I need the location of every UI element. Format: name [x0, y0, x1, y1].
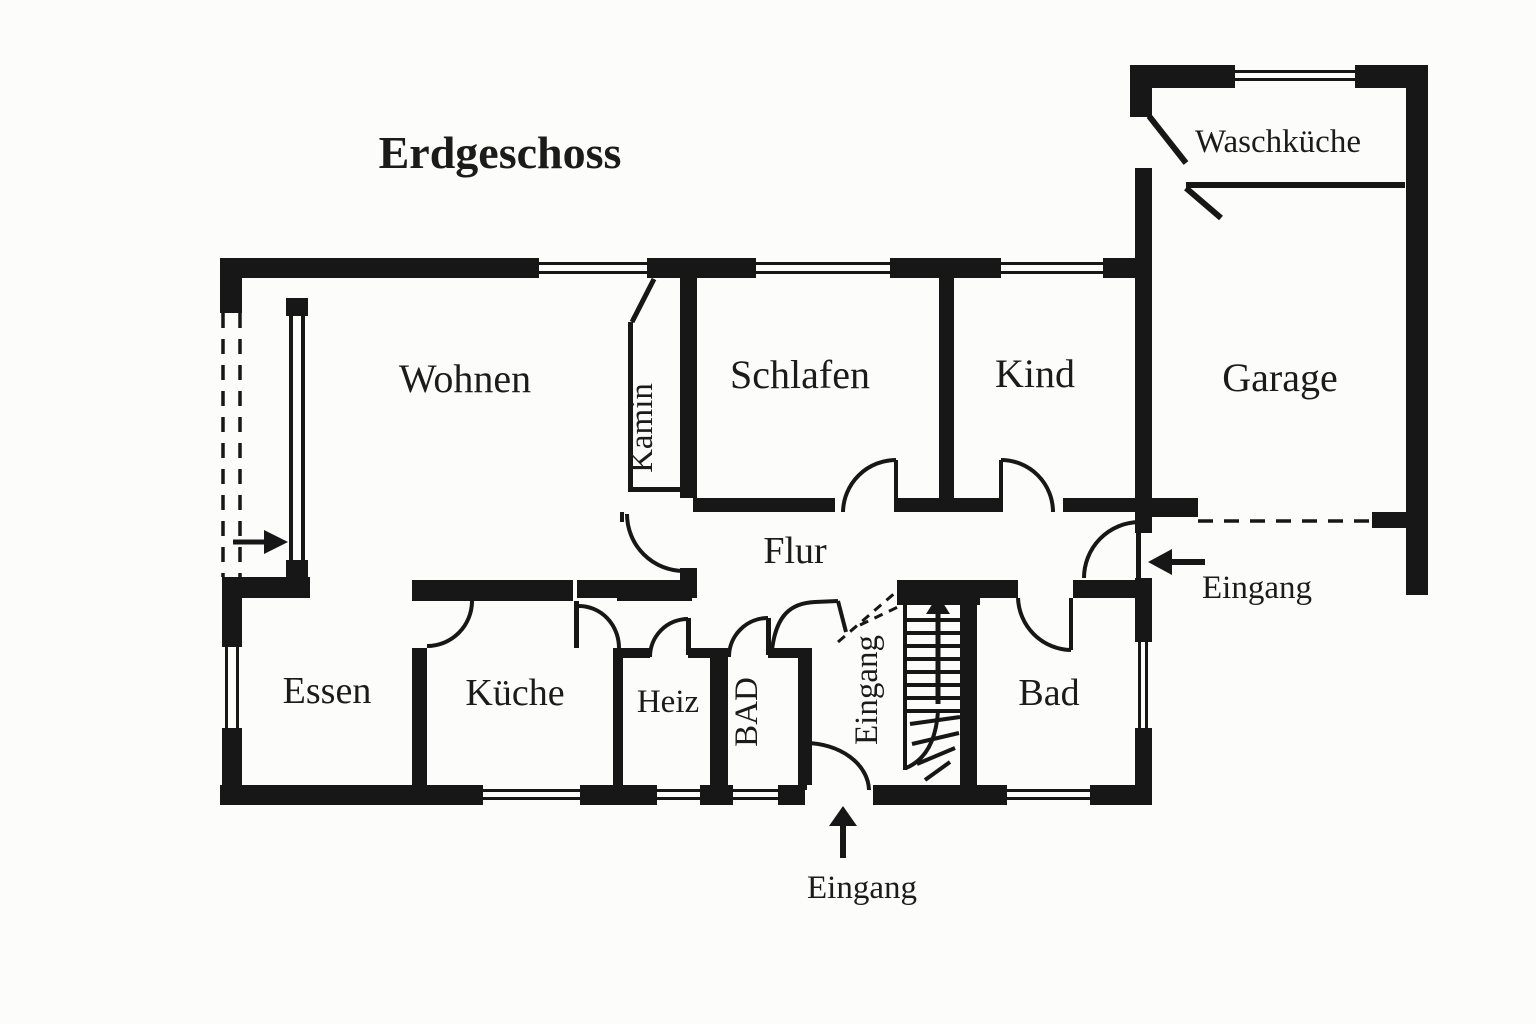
- kueche-door-jamb: [573, 580, 577, 598]
- page-title: Erdgeschoss: [379, 127, 622, 178]
- terrace-sliding-door: [221, 298, 308, 578]
- door-waschkueche-garage: [1184, 185, 1223, 221]
- door-flur-kueche: [574, 601, 621, 649]
- room-label-schlafen: Schlafen: [730, 352, 870, 397]
- room-label-heiz: Heiz: [637, 684, 699, 720]
- room-label-waschkueche: Waschküche: [1195, 124, 1361, 160]
- stairwell-dashed-line: [859, 604, 901, 627]
- labels-layer: Erdgeschoss Wohnen Schlafen Kind Garage …: [283, 124, 1361, 906]
- window-kueche-south: [483, 785, 580, 805]
- door-schlafen: [841, 458, 898, 513]
- room-label-kamin: Kamin: [624, 383, 660, 473]
- room-label-garage: Garage: [1222, 355, 1337, 400]
- window-wohnen-north: [539, 258, 647, 278]
- window-bad-south: [1007, 785, 1090, 805]
- window-bad-klein-south: [733, 785, 778, 805]
- window-waschkueche-north: [1235, 65, 1355, 88]
- window-essen-west: [225, 647, 239, 728]
- door-heiz: [648, 617, 691, 658]
- stair-winder-curve: [905, 710, 940, 770]
- room-label-kueche: Küche: [465, 672, 564, 714]
- window-schlafen-north: [756, 258, 890, 278]
- south-entrance-opening: [805, 785, 873, 805]
- window-heiz-south: [657, 785, 700, 805]
- door-entrance-south: [802, 741, 871, 791]
- door-essen-kueche: [426, 600, 474, 648]
- room-label-bad-klein: BAD: [729, 677, 765, 747]
- walls-layer: [220, 65, 1428, 805]
- windows-layer: [225, 65, 1355, 805]
- door-flur-stairhall: [770, 599, 848, 651]
- stairwell-dashed-line: [837, 590, 897, 644]
- door-wohnen-flur: [620, 512, 685, 573]
- room-label-bad: Bad: [1018, 672, 1079, 714]
- staircase: [903, 595, 961, 782]
- door-bad-klein: [727, 616, 771, 658]
- room-label-essen: Essen: [283, 670, 372, 712]
- doors-layer: [426, 114, 1372, 791]
- door-entrance-east: [1082, 520, 1141, 579]
- door-bad: [1016, 597, 1073, 652]
- stair-up-arrow-icon: [926, 595, 950, 704]
- label-eingang-south: Eingang: [807, 870, 917, 906]
- door-kind: [999, 458, 1055, 513]
- room-label-kind: Kind: [995, 351, 1075, 396]
- label-eingang-east: Eingang: [1202, 570, 1312, 606]
- south-entrance-arrow-icon: [829, 806, 857, 858]
- label-eingang-stairs: Eingang: [849, 635, 885, 745]
- door-waschkueche-west: [1146, 114, 1189, 165]
- room-label-flur: Flur: [763, 530, 827, 572]
- east-entrance-arrow-icon: [1148, 549, 1205, 575]
- window-bad-east: [1138, 642, 1148, 728]
- terrace-arrow-icon: [233, 530, 288, 554]
- room-label-wohnen: Wohnen: [399, 356, 531, 401]
- kamin-niche: [628, 277, 680, 492]
- window-kind-north: [1001, 258, 1103, 278]
